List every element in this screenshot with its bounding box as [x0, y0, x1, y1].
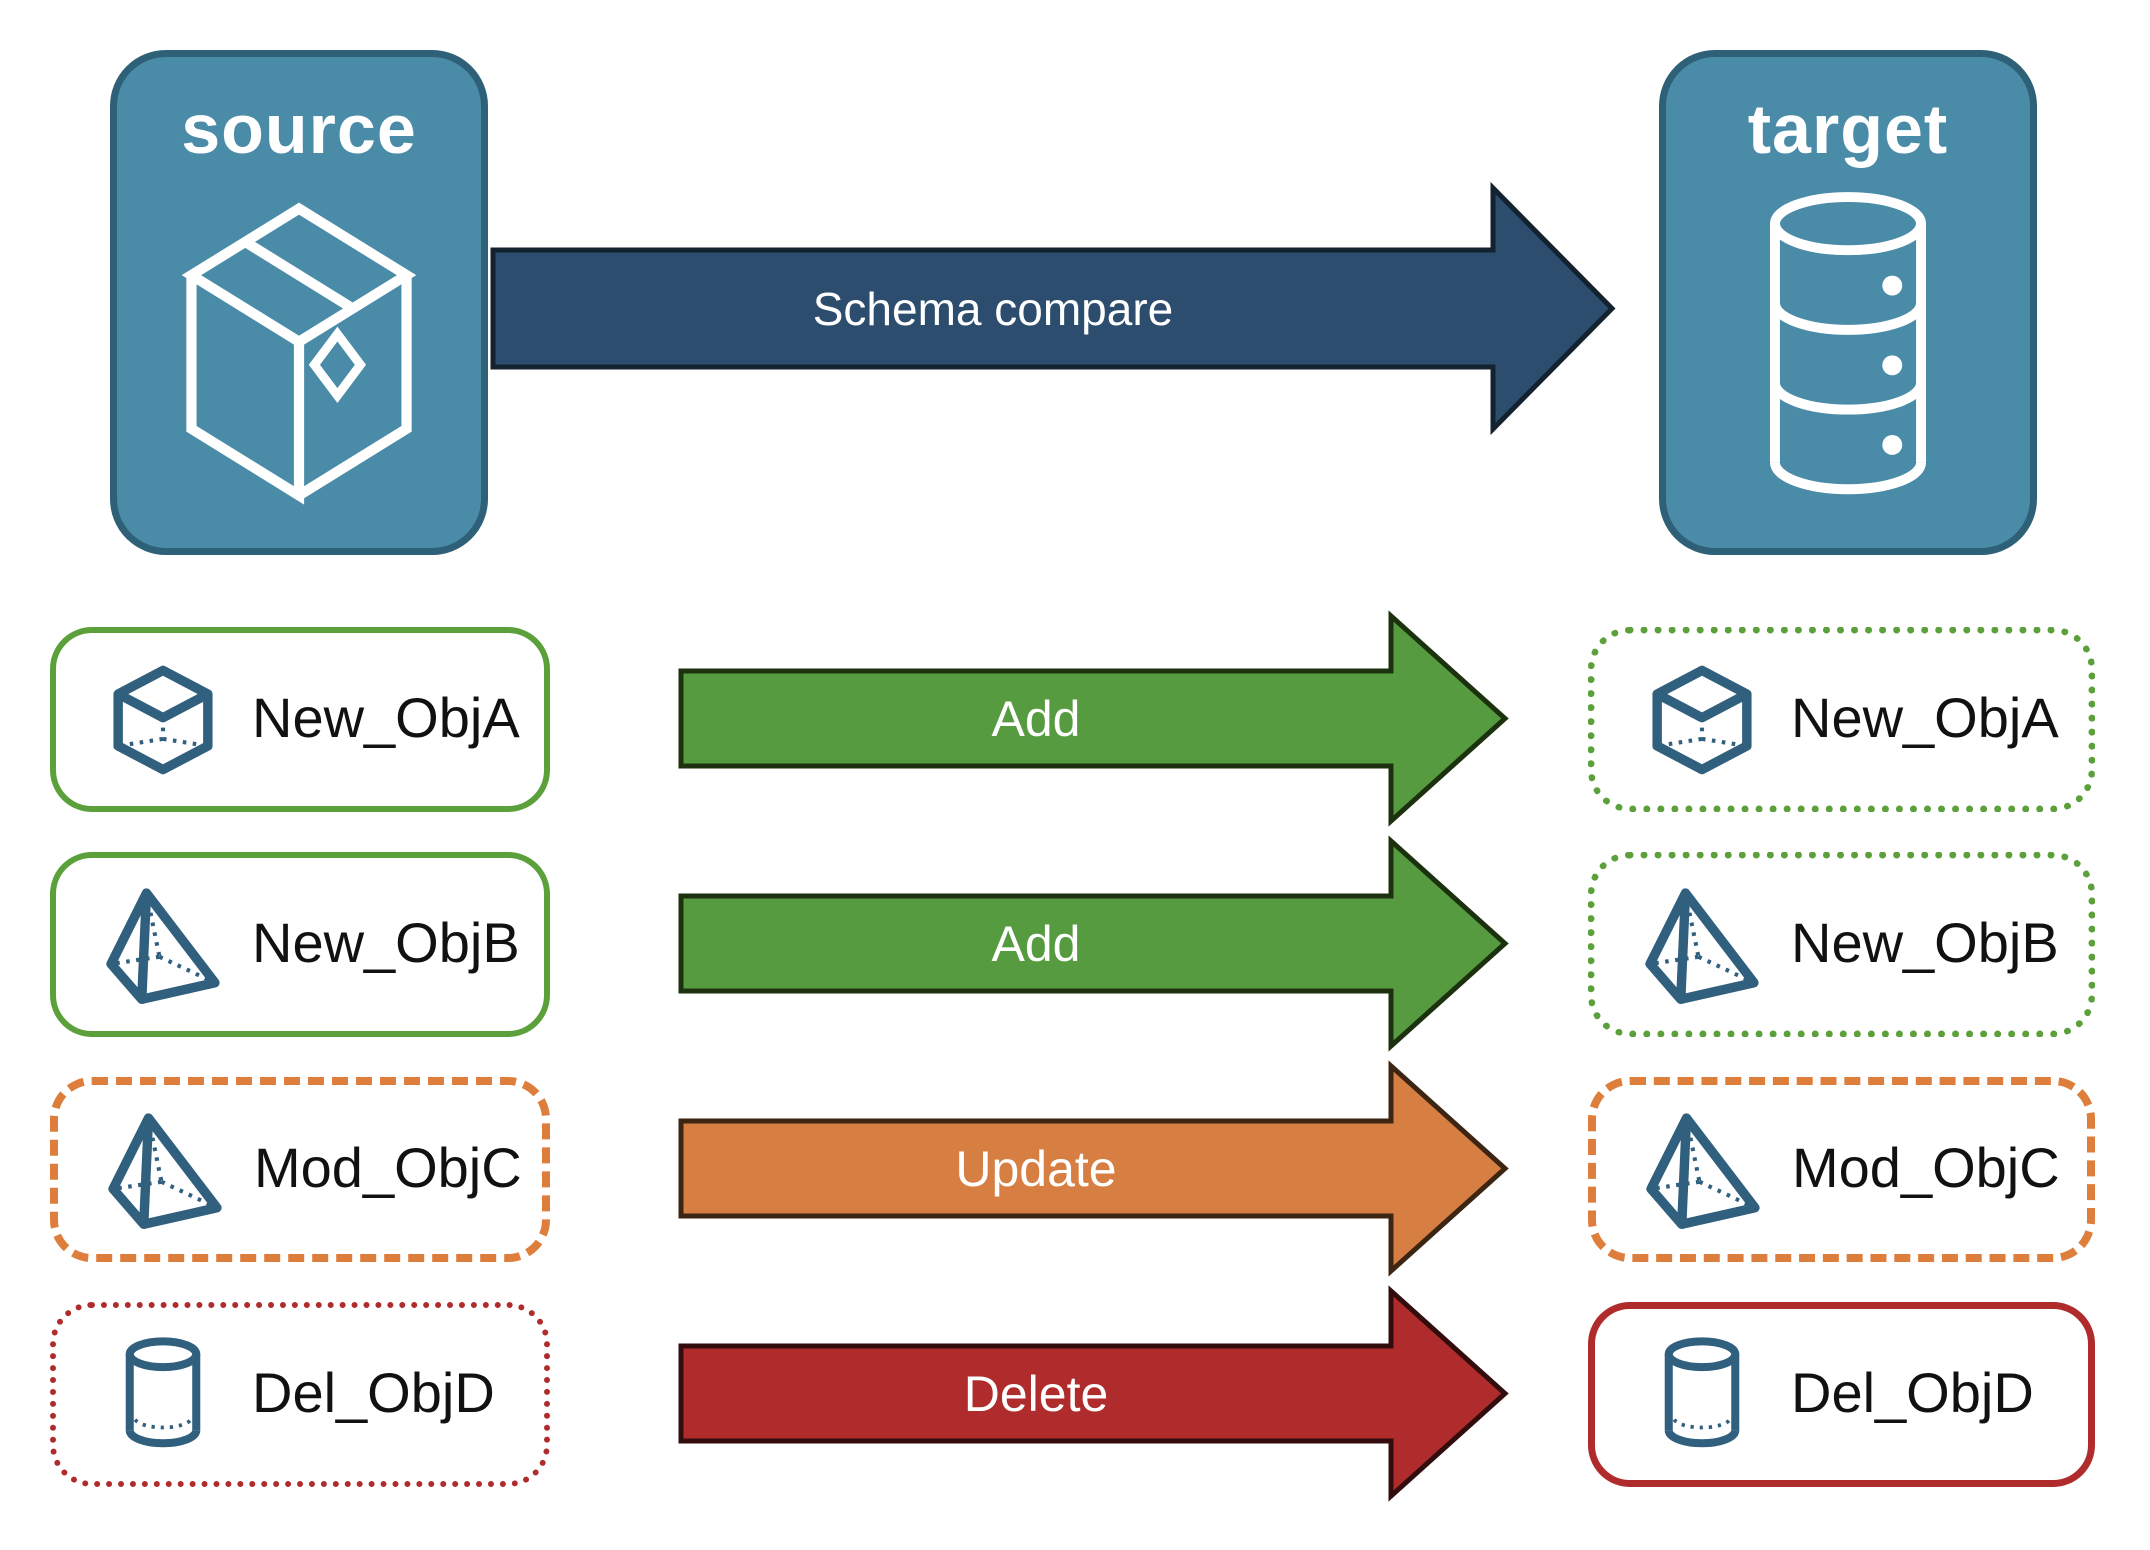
source-object-box-new-objb: New_ObjB — [50, 852, 550, 1037]
update-arrow-label: Update — [955, 1140, 1117, 1197]
add-arrow-label: Add — [991, 915, 1081, 972]
schema-compare-label: Schema compare — [812, 282, 1174, 335]
delete-arrow-shape — [678, 1285, 1509, 1502]
schema-compare-arrow-shape — [490, 181, 1616, 436]
add-arrow-shape — [678, 835, 1509, 1052]
cube-icon — [104, 661, 222, 779]
cube-icon — [1643, 661, 1761, 779]
schema-compare-arrow: Schema compare — [490, 181, 1616, 436]
delete-arrow-label: Delete — [963, 1365, 1109, 1422]
package-icon — [117, 169, 481, 548]
object-label: Del_ObjD — [252, 1361, 495, 1424]
add-arrow-label: Add — [991, 690, 1081, 747]
update-arrow: Update — [678, 1060, 1509, 1277]
target-object-box-mod-objc: Mod_ObjC — [1588, 1077, 2095, 1262]
add-arrow-row2: Add — [678, 835, 1509, 1052]
target-title: target — [1747, 90, 1949, 168]
object-label: Del_ObjD — [1791, 1361, 2034, 1424]
pyramid-icon — [104, 886, 222, 1004]
cylinder-icon — [1643, 1336, 1761, 1454]
object-label: Mod_ObjC — [1792, 1136, 2060, 1199]
source-object-box-new-obja: New_ObjA — [50, 627, 550, 812]
pyramid-icon — [1644, 1111, 1762, 1229]
pyramid-icon — [1643, 886, 1761, 1004]
add-arrow-row1: Add — [678, 610, 1509, 827]
object-label: New_ObjB — [1791, 911, 2059, 974]
target-card: target — [1659, 50, 2037, 555]
target-object-box-new-objb: New_ObjB — [1588, 852, 2095, 1037]
add-arrow-shape — [678, 610, 1509, 827]
source-card: source — [110, 50, 488, 555]
object-label: New_ObjB — [252, 911, 520, 974]
delete-arrow: Delete — [678, 1285, 1509, 1502]
cylinder-icon — [104, 1336, 222, 1454]
object-label: New_ObjA — [1791, 686, 2059, 749]
object-label: Mod_ObjC — [254, 1136, 522, 1199]
database-icon — [1666, 169, 2030, 548]
source-object-box-del-objd: Del_ObjD — [50, 1302, 550, 1487]
source-object-box-mod-objc: Mod_ObjC — [50, 1077, 550, 1262]
pyramid-icon — [106, 1111, 224, 1229]
target-object-box-new-obja: New_ObjA — [1588, 627, 2095, 812]
source-title: source — [181, 90, 417, 168]
target-object-box-del-objd: Del_ObjD — [1588, 1302, 2095, 1487]
update-arrow-shape — [678, 1060, 1509, 1277]
object-label: New_ObjA — [252, 686, 520, 749]
